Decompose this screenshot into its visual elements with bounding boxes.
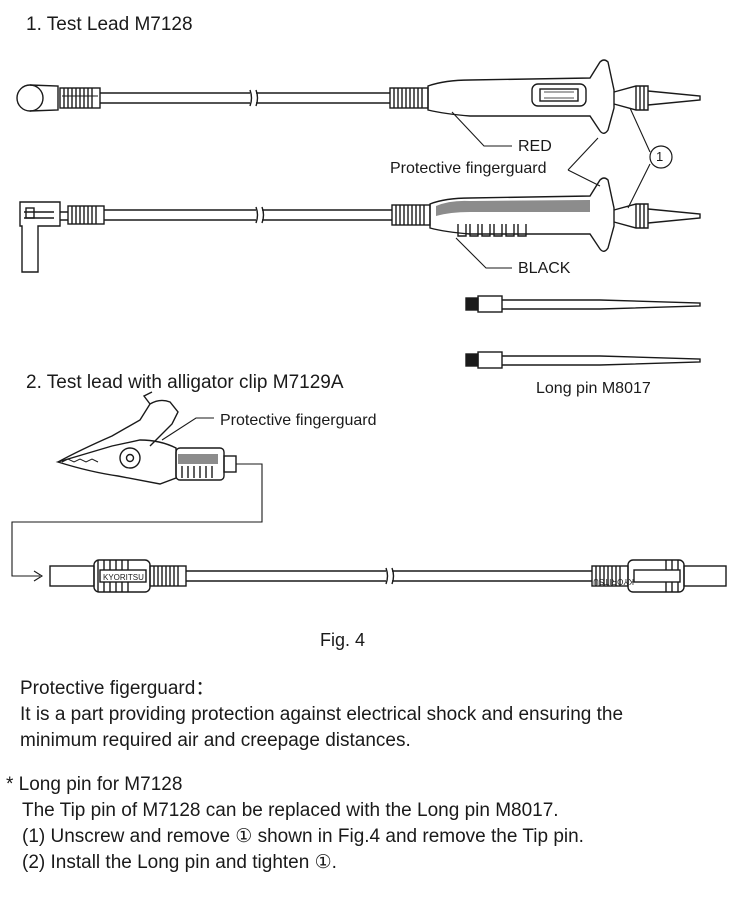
note-long-pin-step1: (1) Unscrew and remove ① shown in Fig.4 … bbox=[22, 826, 584, 847]
kyoritsu-stamp-left: KYORITSU bbox=[103, 573, 144, 582]
long-pin-upper bbox=[465, 295, 701, 313]
callout-1-leaders bbox=[627, 107, 651, 209]
fingerguard-label-1: Protective fingerguard bbox=[390, 160, 547, 177]
red-leader-line bbox=[451, 111, 512, 147]
long-pin-lower bbox=[465, 351, 701, 369]
kyoritsu-stamp-right: KYORITSU bbox=[593, 577, 634, 586]
extension-lead bbox=[49, 559, 727, 593]
black-test-lead bbox=[19, 177, 701, 273]
fig4-diagram: KYORITSU KYORITSU bbox=[11, 59, 727, 593]
note-fingerguard-line1: It is a part providing protection agains… bbox=[20, 704, 624, 725]
note-fingerguard-line2: minimum required air and creepage distan… bbox=[20, 730, 411, 751]
black-label: BLACK bbox=[518, 260, 571, 277]
note-long-pin-step2: (2) Install the Long pin and tighten ①. bbox=[22, 852, 337, 873]
black-leader-line bbox=[455, 237, 512, 269]
section1-title: 1. Test Lead M7128 bbox=[26, 14, 193, 35]
note-fingerguard: Protective figerguard： It is a part prov… bbox=[20, 676, 740, 754]
callout-1-number: 1 bbox=[656, 149, 664, 164]
figure-caption: Fig. 4 bbox=[320, 630, 366, 650]
callout-1-circle bbox=[649, 145, 673, 169]
long-pin-label: Long pin M8017 bbox=[536, 380, 651, 397]
fingerguard-leader-lines bbox=[567, 137, 601, 187]
note-long-pin: * Long pin for M7128 The Tip pin of M712… bbox=[6, 772, 726, 876]
clip-fingerguard-leader bbox=[161, 417, 214, 441]
note-fingerguard-heading: Protective figerguard： bbox=[20, 678, 215, 699]
connection-arrow-line bbox=[11, 463, 263, 577]
fingerguard-label-2: Protective fingerguard bbox=[220, 412, 377, 429]
note-long-pin-line1: The Tip pin of M7128 can be replaced wit… bbox=[22, 800, 559, 821]
section2-title: 2. Test lead with alligator clip M7129A bbox=[26, 372, 344, 393]
red-test-lead bbox=[16, 59, 701, 134]
red-label: RED bbox=[518, 138, 552, 155]
alligator-clip bbox=[55, 391, 237, 485]
note-long-pin-heading: * Long pin for M7128 bbox=[6, 774, 183, 795]
